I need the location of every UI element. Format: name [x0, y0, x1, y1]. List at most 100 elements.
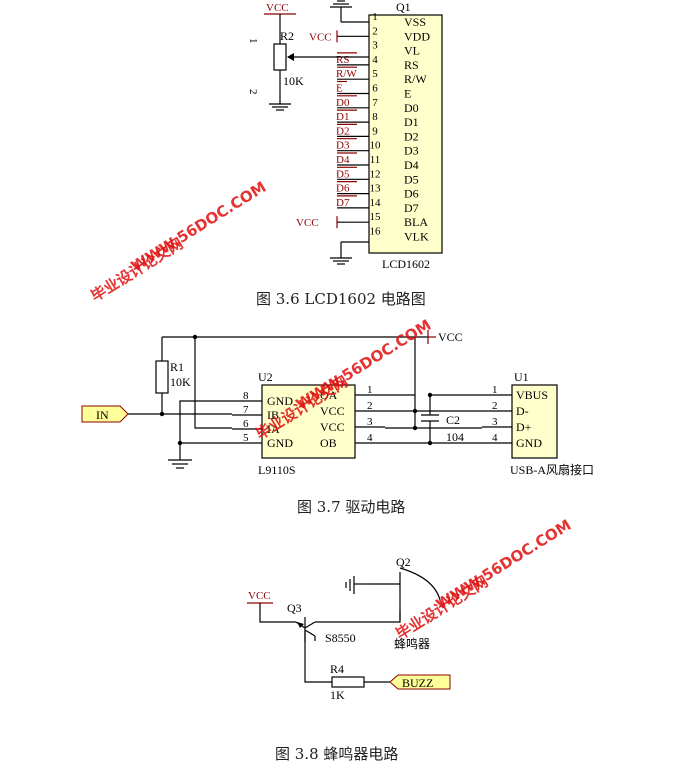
lcd-pin-name: D7 [404, 201, 419, 215]
lcd-pin-number: 8 [372, 111, 378, 123]
u1-pin-number: 3 [492, 416, 498, 428]
q3-part: S8550 [325, 631, 356, 645]
lcd-vss-ground-icon [330, 0, 369, 23]
lcd-pin-name: VLK [404, 230, 429, 244]
vcc-label-buzzer: VCC [248, 590, 271, 602]
u1-pin-number: 4 [492, 432, 498, 444]
lcd1602-body [368, 14, 443, 254]
lcd-pin-number: 15 [370, 211, 382, 223]
u2-pin-name: VCC [320, 404, 345, 418]
lcd-pin-name: E [404, 87, 411, 101]
u1-pin-number: 1 [492, 384, 498, 396]
u2-right-pin: 4OB [320, 432, 385, 450]
lcd-pin-name: VSS [404, 15, 426, 29]
lcd-net-label: D2 [336, 125, 349, 137]
usb-a-connector-body [511, 384, 558, 459]
in-port-label: IN [96, 408, 109, 422]
u2-pin-number: 7 [243, 404, 249, 416]
pot-pin2-number: 2 [247, 89, 259, 95]
lcd-pin-name: BLA [404, 215, 428, 229]
lcd-vcc-label: VCC [296, 217, 319, 229]
lcd-pin-name: D3 [404, 144, 419, 158]
lcd-pin-name: VL [404, 44, 420, 58]
u1-pin-name: VBUS [516, 388, 548, 402]
lcd-net-label: E [336, 83, 343, 95]
lcd-vlk-ground-icon [330, 241, 369, 265]
u2-pin-name: GND [267, 394, 293, 408]
u2-pin-number: 6 [243, 418, 249, 430]
lcd-pin-number: 12 [370, 168, 381, 180]
u2-left-pin: 5 GND [232, 432, 293, 450]
lcd-pin-number: 16 [370, 226, 382, 238]
pot-r2-ref: R2 [280, 29, 294, 43]
lcd-pin-number: 5 [372, 68, 378, 80]
watermark-3: 毕业设计论文网 WWW.56DOC.COM [393, 516, 575, 644]
lcd-net-label: RS [336, 54, 349, 66]
u2-right-pin: 1OA [320, 384, 385, 402]
pot-r2-value: 10K [283, 74, 304, 88]
r1-body [155, 360, 169, 394]
lcd-net-label: R/W [336, 68, 357, 80]
u1-pin: 1 VBUS [482, 384, 548, 402]
lcd-pin: 15 BLA VCC [296, 211, 428, 229]
watermark-1-line2: WWW.56DOC.COM [128, 178, 269, 276]
u1-pin-name: D- [516, 404, 529, 418]
u2-pin-number: 5 [243, 432, 249, 444]
lcd-pin-name: R/W [404, 72, 427, 86]
u1-pin-number: 2 [492, 400, 498, 412]
u2-pin-name: GND [267, 436, 293, 450]
lcd-pin-number: 4 [372, 54, 378, 66]
pot-r2: VCC R2 10K 1 2 [247, 2, 369, 111]
u2-left-pin: 6 IA [232, 418, 280, 436]
lcd-pin-number: 3 [372, 40, 378, 52]
lcd1602-ref: Q1 [396, 0, 411, 14]
u1-pin: 2 D- [482, 400, 529, 418]
watermark-3-line2: WWW.56DOC.COM [433, 516, 574, 614]
lcd-pin-number: 14 [370, 197, 382, 209]
c2-value: 104 [446, 430, 464, 444]
u2-pin-number: 3 [367, 416, 373, 428]
lcd-pin-number: 6 [372, 83, 378, 95]
u1-label: USB-A风扇接口 [510, 462, 594, 477]
lcd-pin: 3 VL [372, 40, 420, 58]
q3-pnp-transistor [295, 612, 401, 683]
pot-r2-body [273, 43, 287, 71]
u2-pin-number: 8 [243, 390, 249, 402]
u2-pin-number: 4 [367, 432, 373, 444]
r1-ref: R1 [170, 360, 184, 374]
lcd1602-part: LCD1602 [382, 257, 430, 271]
lcd-vcc-label: VCC [309, 31, 332, 43]
buzz-port-label: BUZZ [402, 676, 433, 690]
u2-pin-name: IA [267, 422, 280, 436]
lcd-net-label: D5 [336, 168, 350, 180]
q2-ref: Q2 [396, 555, 411, 569]
lcd-pin-number: 13 [370, 183, 382, 195]
r4-value: 1K [330, 688, 345, 702]
lcd-pin-name: D6 [404, 187, 419, 201]
c2-ref: C2 [446, 413, 460, 427]
lcd-pin: 5 R/W R/W [336, 66, 427, 86]
lcd-pin-name: D0 [404, 101, 419, 115]
watermark-2-line2: WWW.56DOC.COM [293, 316, 434, 414]
lcd-net-label: D4 [336, 154, 350, 166]
u2-pin-name: OA [320, 388, 338, 402]
in-port: IN [81, 405, 129, 423]
lcd-pin-number: 2 [372, 25, 378, 37]
lcd-pin-name: RS [404, 58, 419, 72]
r1-value: 10K [170, 375, 191, 389]
